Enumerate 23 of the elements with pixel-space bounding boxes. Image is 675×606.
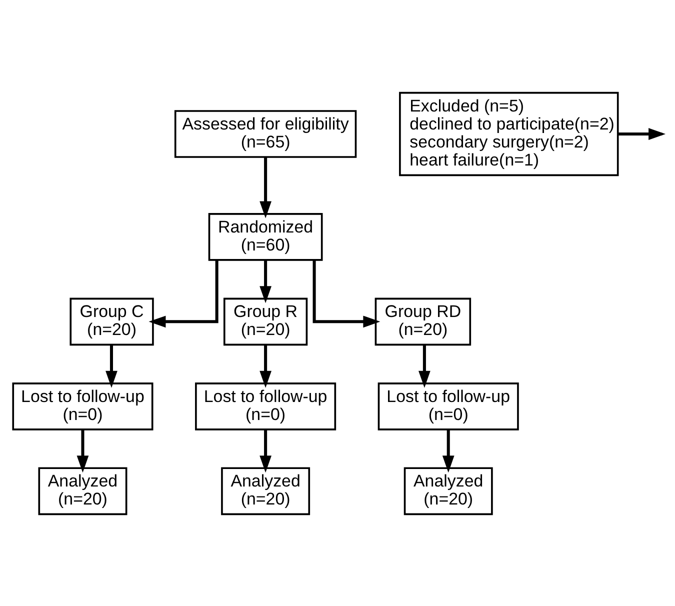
node-box: Lost to follow-up (n=0)	[195, 382, 336, 430]
node-box: Analyzed (n=20)	[221, 466, 310, 515]
arrow	[260, 429, 272, 472]
arrow	[260, 156, 272, 218]
node-box: Group C (n=20)	[70, 297, 154, 346]
node-box: Lost to follow-up (n=0)	[378, 382, 519, 430]
node-box: Excluded (n=5) declined to participate(n=2) secondary surgery(n=2) heart failure(n=1)	[399, 91, 619, 176]
node-box: Analyzed (n=20)	[38, 466, 128, 515]
node-box: Lost to follow-up (n=0)	[12, 382, 154, 430]
arrow	[618, 128, 666, 140]
arrow	[312, 260, 380, 328]
arrow	[106, 344, 118, 388]
node-box: Analyzed (n=20)	[404, 466, 493, 515]
node-box: Group R (n=20)	[223, 297, 308, 346]
arrow	[418, 344, 430, 388]
arrow	[260, 260, 272, 303]
arrow	[148, 260, 218, 328]
node-box: Randomized (n=60)	[208, 212, 323, 260]
arrow	[260, 344, 272, 388]
node-box: Assessed for eligibility (n=65)	[174, 110, 357, 158]
node-box: Group RD (n=20)	[374, 297, 472, 346]
arrow	[76, 429, 89, 472]
arrow	[442, 429, 454, 472]
